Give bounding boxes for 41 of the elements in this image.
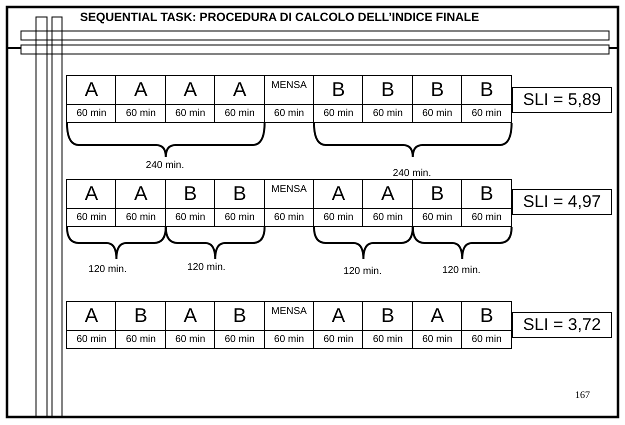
- duration-cell: 60 min: [66, 330, 117, 349]
- duration-label: 120 min.: [187, 262, 226, 273]
- duration-cell: 60 min: [362, 104, 414, 123]
- duration-cell: 60 min: [461, 330, 512, 349]
- task-cell: B: [214, 301, 266, 331]
- task-cell: A: [115, 75, 166, 105]
- task-cell: A: [214, 75, 266, 105]
- duration-label: 120 min.: [343, 266, 382, 277]
- result-box: SLI = 5,89: [512, 87, 612, 113]
- duration-cell: 60 min: [461, 208, 512, 227]
- duration-cell: 60 min: [66, 104, 117, 123]
- task-cell: B: [461, 75, 512, 105]
- duration-cell: 60 min: [362, 330, 414, 349]
- task-cell: B: [461, 179, 512, 209]
- duration-cell: 60 min: [362, 208, 414, 227]
- task-cell: A: [115, 179, 166, 209]
- page-number: 167: [575, 390, 590, 401]
- duration-cell: 60 min: [461, 104, 512, 123]
- duration-cell: 60 min: [115, 330, 166, 349]
- duration-cell: 60 min: [214, 330, 266, 349]
- result-box: SLI = 3,72: [512, 312, 612, 338]
- task-cell: B: [362, 301, 414, 331]
- task-cell: B: [362, 75, 414, 105]
- duration-label: 120 min.: [88, 264, 127, 275]
- task-cell: A: [66, 75, 117, 105]
- duration-label: 240 min.: [146, 160, 184, 171]
- duration-cell: 60 min: [214, 104, 266, 123]
- result-box: SLI = 4,97: [512, 189, 612, 215]
- duration-label: 240 min.: [392, 168, 432, 179]
- task-cell: B: [115, 301, 166, 331]
- duration-label: 120 min.: [442, 265, 481, 276]
- duration-cell: 60 min: [214, 208, 266, 227]
- task-cell: A: [362, 179, 414, 209]
- task-cell: B: [214, 179, 266, 209]
- task-cell: B: [461, 301, 512, 331]
- task-cell: A: [66, 179, 117, 209]
- slide-title: SEQUENTIAL TASK: PROCEDURA DI CALCOLO DELL’INDICE FINALE: [80, 10, 480, 24]
- duration-cell: 60 min: [115, 104, 166, 123]
- duration-cell: 60 min: [66, 208, 117, 227]
- duration-cell: 60 min: [115, 208, 166, 227]
- task-cell: A: [66, 301, 117, 331]
